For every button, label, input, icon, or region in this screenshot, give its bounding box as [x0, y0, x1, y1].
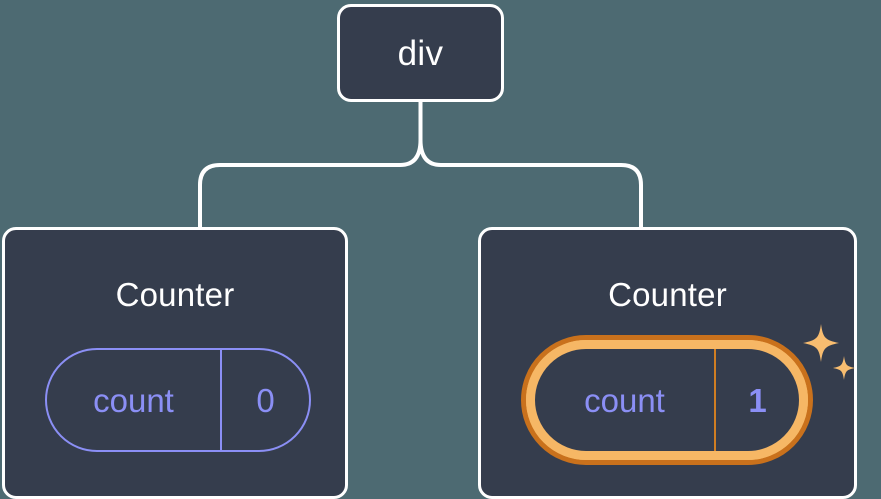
node-div[interactable]: div — [337, 4, 504, 102]
sparkle-large-icon — [803, 324, 839, 362]
connector-left-branch — [198, 100, 423, 229]
state-pill-count-left[interactable]: count 0 — [45, 348, 311, 452]
state-value-label: 0 — [256, 381, 275, 419]
state-pill-count-right[interactable]: count 1 — [521, 335, 813, 465]
connector-right-branch — [418, 100, 643, 229]
node-counter-right-title: Counter — [608, 276, 727, 313]
state-value-label: 1 — [748, 381, 767, 419]
node-counter-left[interactable]: Counter count 0 — [2, 227, 348, 499]
state-key-label: count — [535, 349, 716, 451]
sparkle-small-icon — [833, 356, 855, 380]
node-counter-right[interactable]: Counter count 1 — [478, 227, 857, 499]
node-div-label: div — [397, 33, 444, 73]
state-pill-inner: count 1 — [526, 340, 808, 460]
node-counter-left-title: Counter — [115, 276, 235, 313]
state-key-label: count — [47, 350, 222, 450]
